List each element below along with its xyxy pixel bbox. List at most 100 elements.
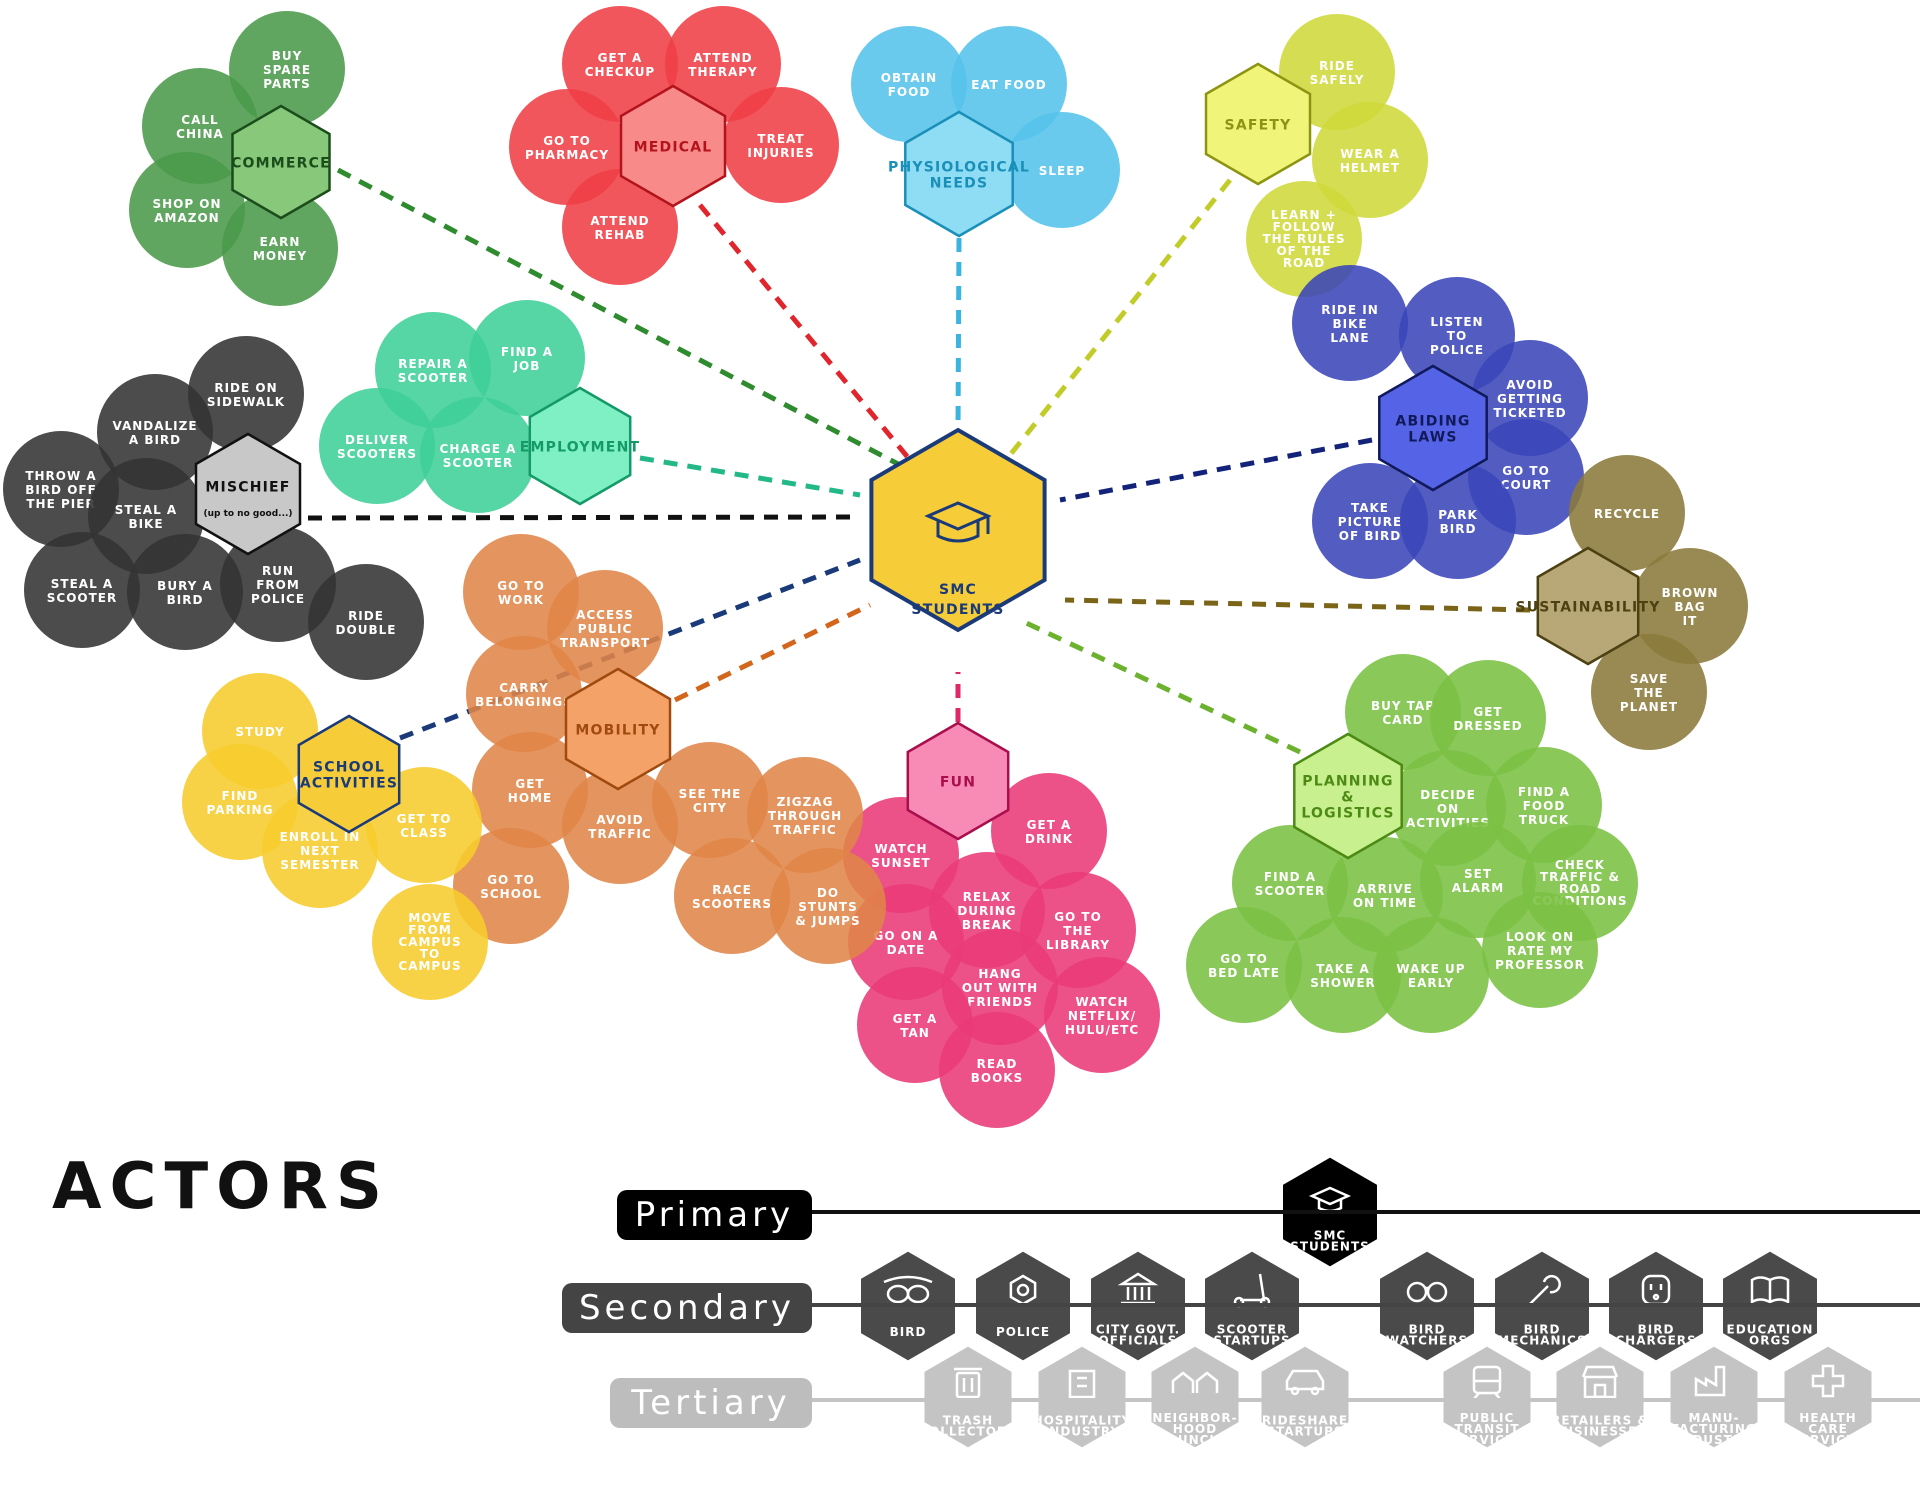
book-icon: [1750, 1276, 1790, 1305]
commerce-hub: COMMERCE: [231, 104, 331, 220]
sustainability-bubble-label: RECYCLE: [1594, 507, 1660, 521]
planning-hub: PLANNING&LOGISTICS: [1293, 732, 1403, 860]
mobility-hub-label: MOBILITY: [575, 723, 660, 739]
mobility-bubble-circle: [674, 838, 790, 954]
commerce-hub-hexagon: [231, 104, 331, 220]
medical-hub-hexagon: [619, 84, 727, 208]
factory-icon: [1694, 1365, 1726, 1397]
fun-bubble-circle: [939, 1012, 1055, 1128]
tertiary-actor-label: RETAILERS &BUSINESSES: [1551, 1413, 1649, 1438]
secondary-tier-line: [800, 1303, 1920, 1307]
tertiary-actor-retailers-businesses: RETAILERS &BUSINESSES: [1551, 1343, 1649, 1451]
car-icon: [1285, 1369, 1325, 1396]
secondary-actor-label: POLICE: [996, 1325, 1050, 1339]
primary-tier-line: [800, 1210, 1920, 1214]
connector-lines: [307, 167, 1531, 755]
school-hub-hexagon: [297, 714, 401, 834]
planning-hub-label: PLANNING&LOGISTICS: [1301, 774, 1394, 822]
mobility-hub: MOBILITY: [564, 667, 672, 791]
medical-bubble-circle: [723, 87, 839, 203]
primary-tier-label: Primary: [617, 1190, 812, 1240]
fun-hub-hexagon: [906, 721, 1010, 841]
tertiary-actor-hexagon: [1148, 1343, 1242, 1451]
laws-bubble-circle: [1400, 463, 1516, 579]
commerce-connector-line: [336, 167, 902, 468]
secondary-actor-label: CITY GOVT.OFFICIALS: [1096, 1322, 1180, 1347]
tertiary-tier-label: Tertiary: [610, 1378, 812, 1428]
planning-bubble-circle: [1430, 660, 1546, 776]
fun-hub-label: FUN: [940, 775, 976, 791]
school-bubble-circle: [372, 884, 488, 1000]
school-bubble-label: STUDY: [235, 725, 284, 739]
mischief-bubble-circle: [188, 336, 304, 452]
medical-connector-line: [698, 203, 912, 462]
wrench-icon: [1529, 1275, 1561, 1305]
physiological-hub-hexagon: [904, 110, 1014, 238]
physiological-bubble-eat-food: EAT FOOD: [951, 26, 1067, 142]
binoculars-icon: [1406, 1281, 1448, 1303]
actors-title: ACTORS: [52, 1150, 390, 1224]
mischief-connector-line: [307, 514, 859, 521]
planning-bubble-circle: [1482, 892, 1598, 1008]
physiological-bubble-sleep: SLEEP: [1004, 112, 1120, 228]
mobility-bubble-circle: [547, 570, 663, 686]
mobility-connector-line: [673, 602, 872, 703]
health-cross-icon: [1811, 1364, 1845, 1398]
mischief-bubble-circle: [24, 532, 140, 648]
mischief-bubble-circle: [97, 374, 213, 490]
planning-hub-hexagon: [1293, 732, 1403, 860]
employment-hub-hexagon: [528, 386, 632, 506]
mobility-bubble-circle: [652, 742, 768, 858]
employment-bubble-circle: [469, 300, 585, 416]
tertiary-tier-line: [800, 1398, 1920, 1402]
planning-bubble-circle: [1373, 917, 1489, 1033]
mobility-bubble-circle: [466, 636, 582, 752]
mischief-bubble-circle: [308, 564, 424, 680]
